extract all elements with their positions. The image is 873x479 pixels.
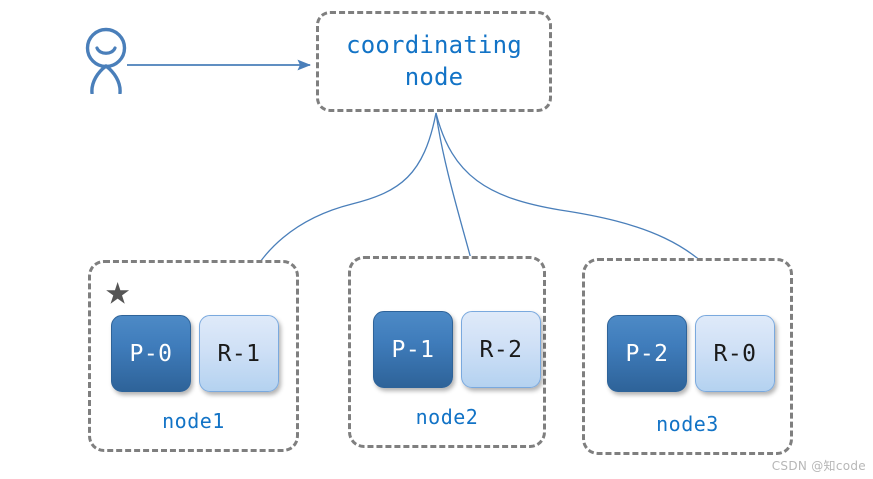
shard-replica-r0[interactable]: R-0 [695,315,775,392]
person-icon [85,27,127,94]
shard-row-node2: P-1 R-2 [373,311,541,388]
node-container-node2[interactable]: P-1 R-2 node2 [348,256,546,448]
coordinating-node-label: coordinating node [346,30,522,91]
shard-row-node3: P-2 R-0 [607,315,775,392]
shard-primary-p2[interactable]: P-2 [607,315,687,392]
coordinating-node[interactable]: coordinating node [316,11,552,112]
shard-row-node1: P-0 R-1 [111,315,279,392]
node-label-node3: node3 [656,412,719,436]
node-container-node3[interactable]: P-2 R-0 node3 [582,258,793,455]
star-icon: ★ [105,265,131,314]
shard-primary-p0[interactable]: P-0 [111,315,191,392]
watermark-text: CSDN @知code [771,459,866,473]
node-label-node1: node1 [162,409,225,433]
shard-replica-r1[interactable]: R-1 [199,315,279,392]
shard-replica-r2[interactable]: R-2 [461,311,541,388]
shard-primary-p1[interactable]: P-1 [373,311,453,388]
node-label-node2: node2 [415,405,479,429]
node-container-node1[interactable]: ★ P-0 R-1 node1 [88,260,299,452]
